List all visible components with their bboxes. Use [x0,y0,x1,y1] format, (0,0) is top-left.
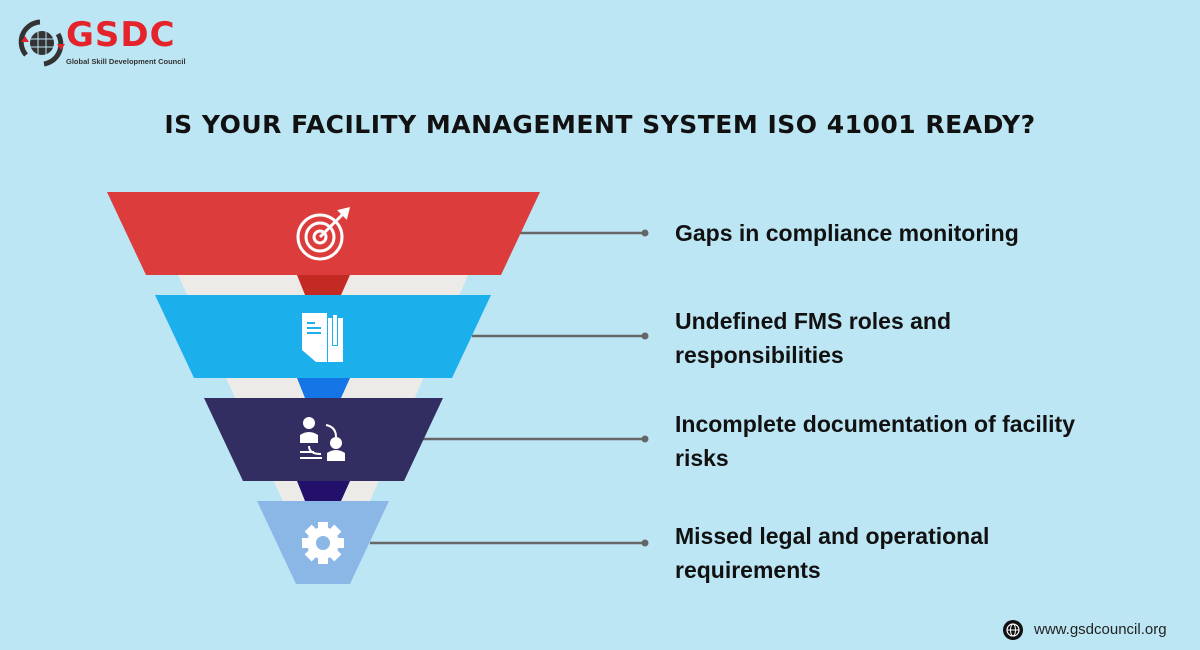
logo-tagline: Global Skill Development Council [66,57,186,66]
connector-3 [297,481,350,501]
globe-icon [1003,620,1023,640]
stage-label-2: Undefined FMS roles and responsibilities [675,308,952,368]
page-title: IS YOUR FACILITY MANAGEMENT SYSTEM ISO 4… [164,110,1036,139]
logo-text: GSDC [66,15,176,55]
connector-1 [297,275,350,295]
stage-label-1: Gaps in compliance monitoring [675,220,1019,246]
people-exchange-icon [300,417,345,461]
gear-icon [302,522,344,564]
target-icon [296,206,351,261]
funnel [107,192,649,584]
stage-label-4: Missed legal and operational requirement… [675,523,990,583]
document-pencil-icon [302,313,343,362]
website-link[interactable]: www.gsdcouncil.org [1034,621,1167,638]
funnel-stage-3 [204,398,443,481]
connector-2 [297,378,350,398]
logo-emblem [18,19,65,67]
stage-label-3: Incomplete documentation of facility ris… [675,411,1075,471]
